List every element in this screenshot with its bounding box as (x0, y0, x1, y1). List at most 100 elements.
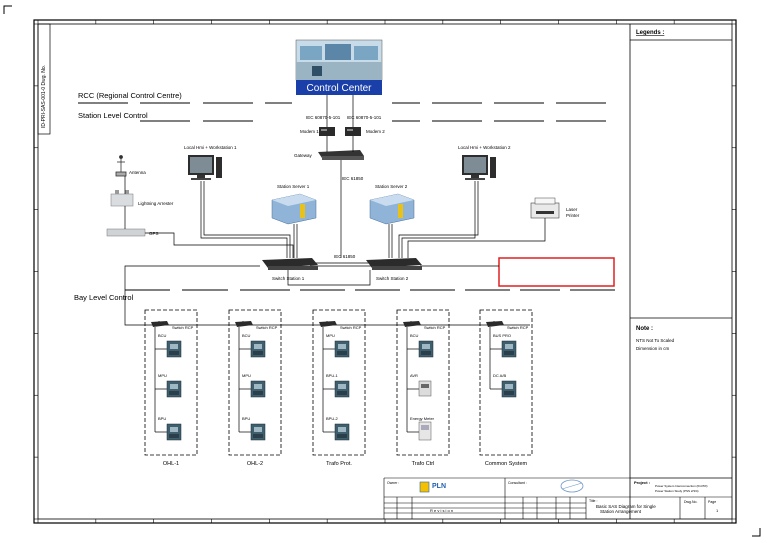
gps-label: GPS (149, 231, 159, 236)
ied-device-icon (501, 380, 517, 398)
proto-2-label: IEC 60870-5-101 (347, 115, 382, 120)
workstation-2-label: Local Hmi + Workstation 2 (458, 145, 511, 150)
revision-label: R e v i s i o n (430, 508, 453, 513)
device-label: BPU-1 (326, 373, 339, 378)
workstation-2-icon (462, 155, 496, 180)
device-label: BCU (242, 333, 251, 338)
switch-rcp-label: Switch RCP (507, 325, 529, 330)
ied-device-icon (334, 380, 350, 398)
title-line-2: Station Arrangement (600, 509, 642, 514)
owner-name: PLN (432, 483, 446, 490)
note-title: Note : (636, 326, 653, 332)
ied-device-icon (334, 340, 350, 358)
drawing-frame (33, 19, 737, 524)
legend-panel (629, 24, 732, 519)
bay-name-label: OHL-2 (247, 461, 263, 467)
pln-logo-icon (419, 481, 430, 493)
ied-device-icon (250, 340, 266, 358)
arrester-icon (110, 190, 134, 207)
switch-rcp-icon (151, 321, 169, 327)
level-dividers (78, 102, 615, 291)
proto-1-label: IEC 60870-5-101 (306, 115, 341, 120)
device-label: DC A/B (493, 373, 506, 378)
page-label: Page (708, 500, 716, 504)
bay-level-label: Bay Level Control (74, 293, 134, 302)
bay-name-label: Trafo Ctrl (412, 461, 435, 467)
ied-device-icon (501, 340, 517, 358)
rcc-label: RCC (Regional Control Centre) (78, 91, 182, 100)
device-label: Energy Meter (410, 416, 435, 421)
ied-device-icon (166, 340, 182, 358)
title-label: Title : (589, 499, 597, 503)
device-label: BPU (242, 416, 250, 421)
control-center: Control Center (295, 39, 383, 95)
ied-device-icon (418, 380, 432, 397)
bays: Switch RCP BCU MPU BPU OHL-1 Switch RCP BCU MPU… (144, 309, 533, 467)
page-number: 1 (716, 508, 719, 513)
modem-1-icon (319, 127, 335, 136)
consultant-label: Consultant : (508, 481, 527, 485)
title-line-1: Basic SAS Diagram for Single (596, 504, 656, 509)
switch-station-2-icon (366, 258, 422, 270)
ied-device-icon (418, 421, 432, 441)
server-2-label: Station Server 2 (375, 184, 408, 189)
project-line-1: Power System Interconnection (ID-PRI) (655, 484, 708, 488)
switch-rcp-icon (235, 321, 253, 327)
device-label: BPU (158, 416, 166, 421)
iec-bus-label: IEC 61850 (334, 254, 356, 259)
corner-marks (3, 5, 761, 537)
bay-name-label: OHL-1 (163, 461, 179, 467)
gateway-label: Gateway (294, 153, 313, 158)
highlight-box (498, 257, 615, 287)
device-label: AVR (410, 373, 418, 378)
note-line-1: NTS Not To Scaled (636, 338, 675, 343)
ied-device-icon (334, 423, 350, 441)
modem-2-icon (345, 127, 361, 136)
project-label: Project : (634, 480, 650, 485)
arrester-label: Lightning Arrester (138, 201, 174, 206)
device-label: MPU (158, 373, 167, 378)
bay-name-label: Common System (485, 461, 528, 467)
printer-icon (530, 197, 560, 219)
note-line-2: Dimension in cm (636, 346, 670, 351)
station-level-label: Station Level Control (78, 111, 148, 120)
antenna-icon (115, 155, 127, 177)
owner-label: Owner : (387, 481, 399, 485)
side-strip: ID-PRI-SAS-001-0 Dwg. No. (37, 23, 51, 135)
modem-1-label: Modem 1 (300, 129, 319, 134)
ied-device-icon (418, 340, 434, 358)
bay-name-label: Trafo Prot. (326, 461, 352, 467)
printer-label-1: Laser (566, 207, 578, 212)
modem-2-label: Modem 2 (366, 129, 385, 134)
switch-rcp-label: Switch RCP (172, 325, 194, 330)
gps-icon (106, 228, 146, 237)
server-1-label: Station Server 1 (277, 184, 310, 189)
project-line-2: Power Station Study (PSS 2/3/4) (655, 489, 699, 493)
device-label: BPU-2 (326, 416, 339, 421)
switch-rcp-icon (319, 321, 337, 327)
side-strip-text: ID-PRI-SAS-001-0 Dwg. No. (41, 65, 47, 128)
device-label: BCU (410, 333, 419, 338)
switch-station-2-label: Switch Station 2 (376, 276, 409, 281)
antenna-label: Antenna (129, 170, 146, 175)
switch-rcp-label: Switch RCP (340, 325, 362, 330)
title-block (383, 477, 732, 519)
ied-device-icon (166, 423, 182, 441)
switch-rcp-label: Switch RCP (256, 325, 278, 330)
legends-title: Legends : (636, 30, 664, 36)
switch-rcp-label: Switch RCP (424, 325, 446, 330)
workstation-1-icon (188, 155, 222, 180)
switch-station-1-icon (262, 258, 318, 270)
gateway-iec-label: IEC 61850 (342, 176, 364, 181)
consultant-logo-icon (560, 479, 584, 493)
server-1-icon (271, 193, 317, 225)
device-label: MPU (326, 333, 335, 338)
dwg-label: Dwg.No. (684, 500, 697, 504)
control-center-title: Control Center (306, 83, 372, 94)
